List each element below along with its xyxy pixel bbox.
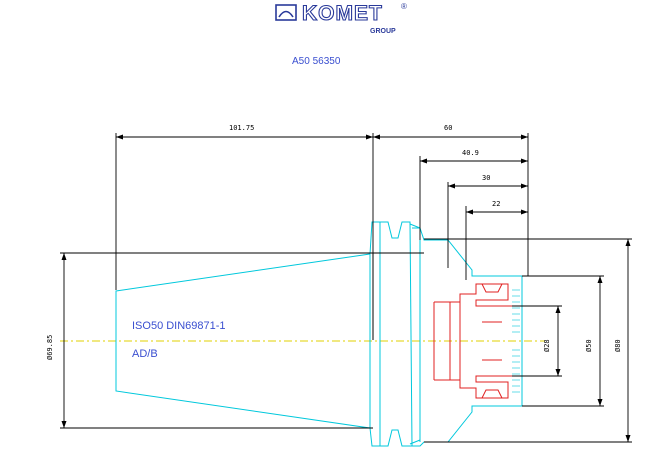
body-outline <box>412 227 523 447</box>
dimension-arrows <box>61 134 631 442</box>
screw-lower-icon <box>481 389 503 399</box>
logo-arc-icon <box>278 10 294 18</box>
nose-hatch <box>512 289 520 393</box>
variant-label: AD/B <box>132 348 158 360</box>
dim-d2: 30 <box>482 174 490 182</box>
komet-logo: KOMET ® GROUP <box>275 1 407 35</box>
part-number: A50 56350 <box>292 56 341 67</box>
dim-dia-taper: Ø69.85 <box>46 335 54 360</box>
logo-frame-icon <box>275 4 297 21</box>
holder-outline <box>115 221 523 447</box>
dim-overall: 60 <box>444 124 452 132</box>
dim-dia-outer: Ø80 <box>614 339 622 352</box>
dim-taper-length: 101.75 <box>229 124 254 132</box>
screw-upper-icon <box>481 283 503 293</box>
dim-dia-mid: Ø50 <box>585 339 593 352</box>
brand-name: KOMET <box>302 2 383 25</box>
dimension-lines <box>60 133 632 443</box>
insert-detail <box>433 283 512 399</box>
dim-d3: 22 <box>492 200 500 208</box>
brand-registered-mark: ® <box>401 2 407 11</box>
standard-label: ISO50 DIN69871-1 <box>132 320 226 332</box>
flange-outline <box>369 221 413 447</box>
dim-dia-bore: Ø28 <box>543 339 551 352</box>
brand-group: GROUP <box>370 28 396 35</box>
dim-d1: 40.9 <box>462 149 479 157</box>
